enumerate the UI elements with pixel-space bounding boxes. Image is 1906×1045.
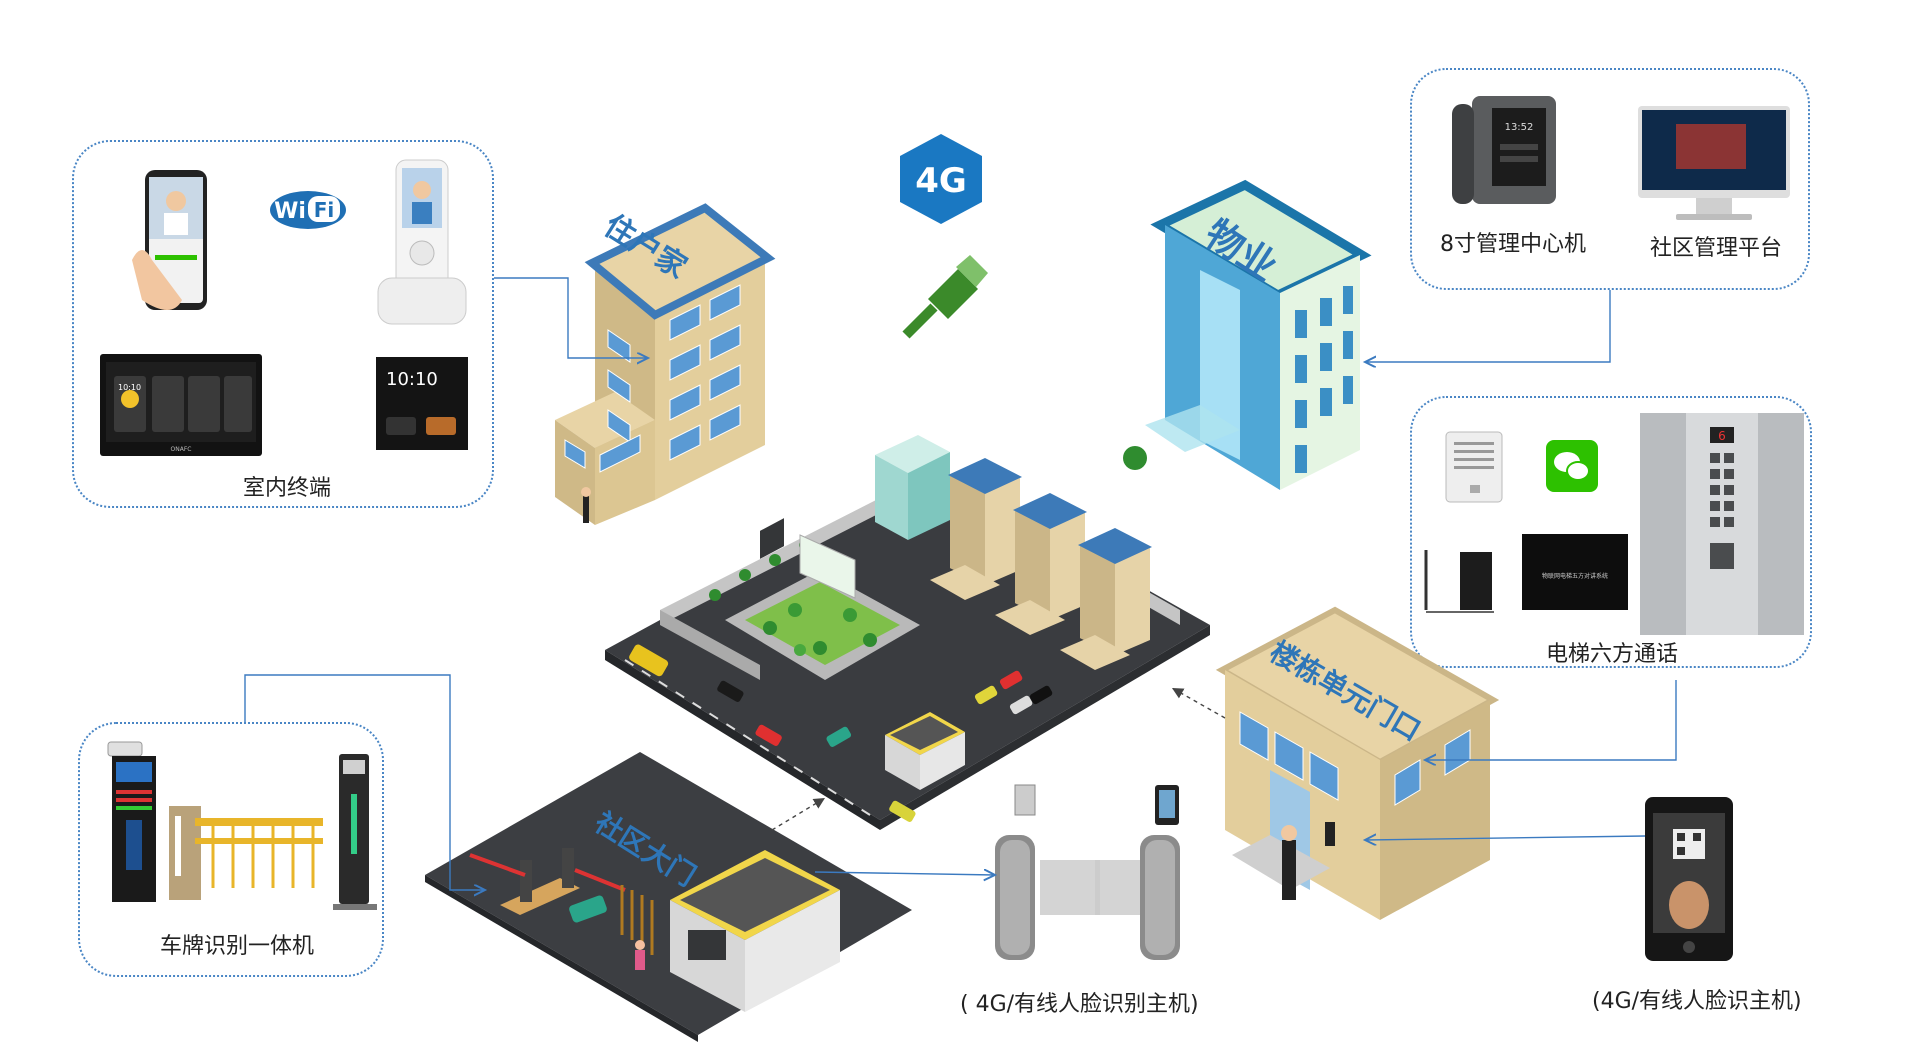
4g-badge-text: 4G — [915, 161, 967, 201]
desk-phone-icon: 13:52 — [1450, 94, 1562, 212]
property-building — [1123, 179, 1372, 490]
wifi-text-wi: Wi — [274, 199, 306, 224]
face-terminal-icon — [1643, 795, 1735, 963]
smartphone-icon — [130, 165, 250, 315]
speaker-panel-icon — [1444, 430, 1506, 505]
wechat-icon — [1546, 440, 1598, 492]
plate-recognition-caption: 车牌识别一体机 — [160, 934, 315, 959]
tall-terminal-icon — [333, 754, 379, 910]
card-reader-icon — [1418, 540, 1498, 618]
intercom-handset-icon — [376, 158, 468, 326]
elevator-floor: 6 — [1718, 429, 1726, 443]
desk-phone-time: 13:52 — [1505, 122, 1534, 133]
indoor-panel-large-icon: 10:10 ONAFC — [100, 354, 262, 456]
elevator-box-text: 物联网电梯五方对讲系统 — [1542, 572, 1608, 580]
4g-badge-icon: 4G — [898, 132, 984, 226]
plate-camera-icon — [106, 740, 158, 902]
panel-brand: ONAFC — [171, 446, 192, 453]
imac-icon — [1636, 104, 1792, 226]
face-host-caption: (4G/有线人脸识主机) — [1592, 989, 1802, 1014]
indoor-terminal-caption: 室内终端 — [243, 476, 332, 501]
community-gate-scene — [425, 518, 912, 1042]
turnstile-device — [995, 784, 1180, 960]
wifi-text-fi: Fi — [314, 198, 335, 222]
elevator-group — [1410, 396, 1812, 668]
plate-recognition-group — [78, 722, 384, 977]
connector-lines — [244, 277, 1677, 890]
panel-time-large: 10:10 — [118, 383, 141, 392]
community-ground — [605, 435, 1210, 830]
indoor-panel-square-icon: 10:10 — [376, 357, 468, 450]
indoor-terminal-group — [72, 140, 494, 508]
wifi-logo-icon: Wi Fi — [268, 186, 348, 230]
management-group — [1410, 68, 1810, 290]
elevator-controller-icon: 物联网电梯五方对讲系统 — [1522, 534, 1628, 610]
ethernet-cable-icon — [900, 255, 988, 340]
unit-door-building — [1215, 606, 1500, 920]
panel-time-square: 10:10 — [386, 369, 438, 390]
elevator-six-way-caption: 电梯六方通话 — [1546, 642, 1679, 667]
resident-building — [555, 203, 776, 525]
barrier-gate-icon — [165, 806, 327, 902]
center-machine-caption: 8寸管理中心机 — [1440, 232, 1586, 257]
community-platform-caption: 社区管理平台 — [1650, 236, 1783, 261]
face-gate-host-caption: ( 4G/有线人脸识别主机) — [960, 992, 1199, 1017]
elevator-panel-icon: 6 — [1640, 413, 1804, 635]
